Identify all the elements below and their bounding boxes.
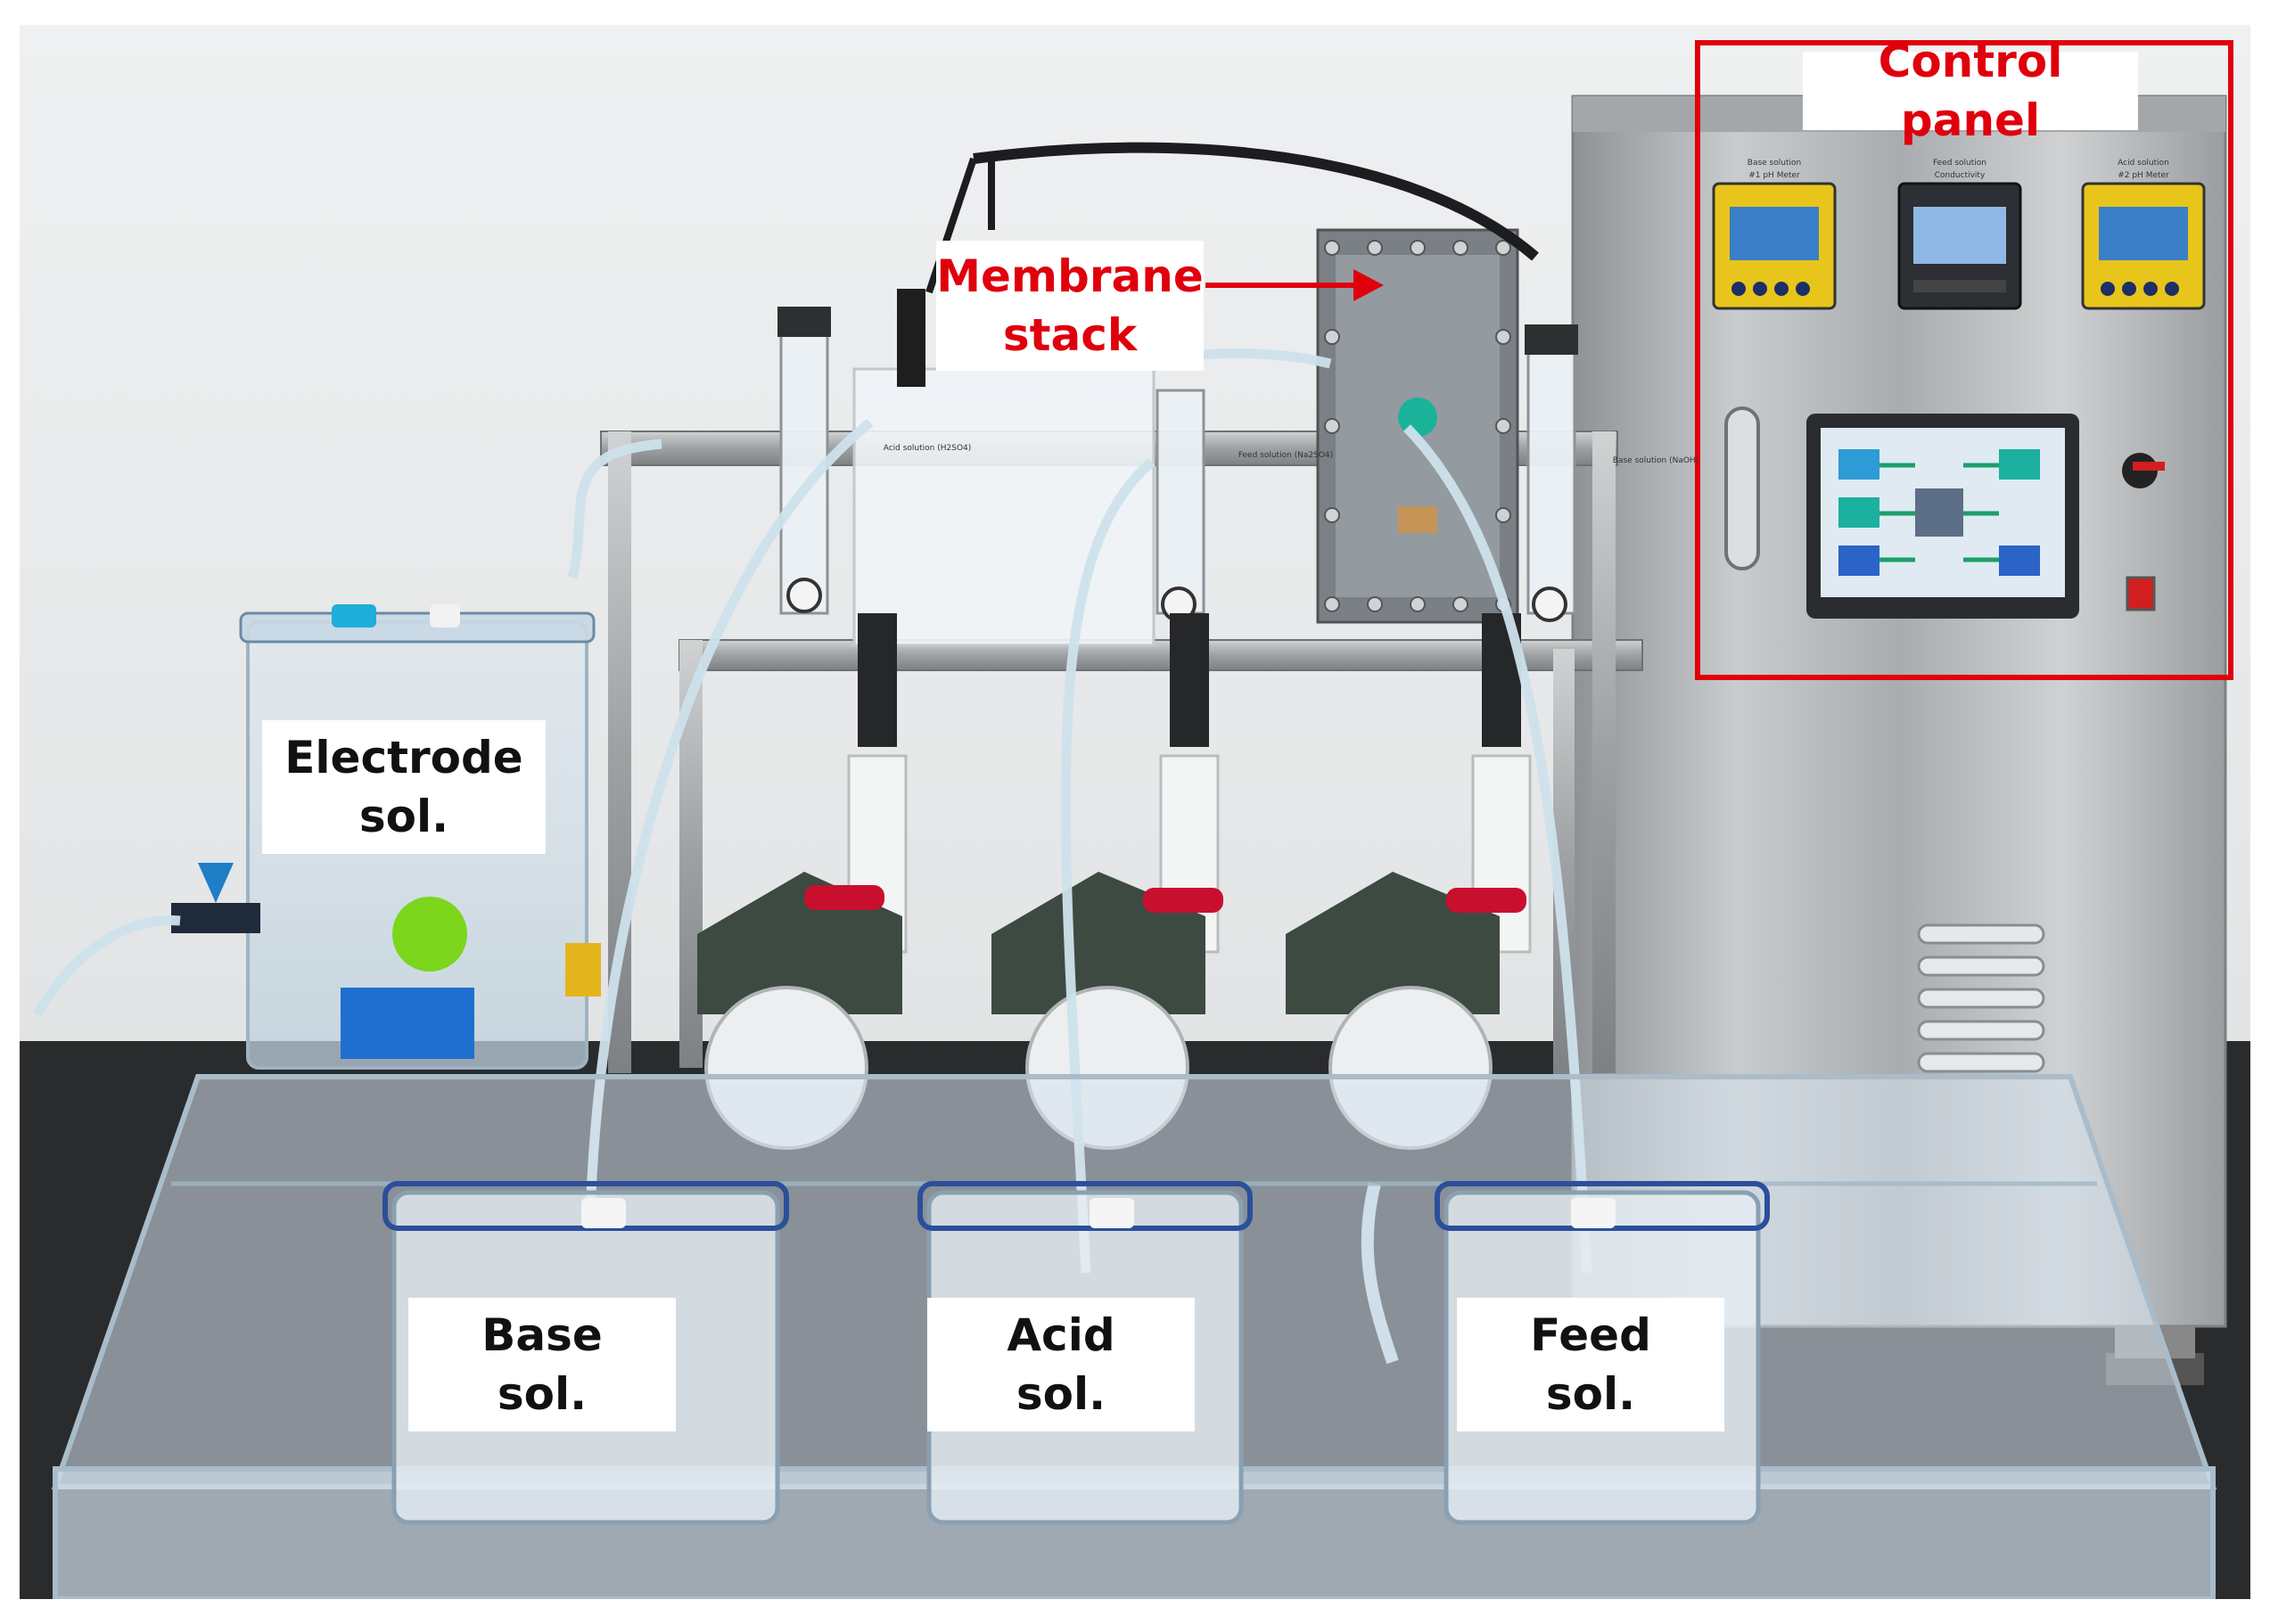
- acid-sol-label-line2: sol.: [1016, 1368, 1106, 1420]
- flow-meter-acid: [777, 307, 831, 615]
- lab-setup-photo: Acid solution (H2SO4) Feed solution (Na2…: [20, 25, 2250, 1599]
- control-panel-label: Control panel: [1803, 36, 2138, 146]
- tag-ph-meter-1: #1 pH Meter: [1748, 171, 1800, 180]
- ph-probe: [897, 289, 925, 387]
- membrane-stack-arrow: [1205, 269, 1384, 301]
- conductivity-meter: [1897, 182, 2022, 310]
- tag-panel-base: Base solution: [1747, 159, 1802, 168]
- feed-sol-label-line1: Feed: [1530, 1309, 1651, 1361]
- tag-base-solution: Base solution (NaOH): [1612, 456, 1699, 465]
- acrylic-tank: [852, 367, 1156, 647]
- tag-ph-meter-2: #2 pH Meter: [2118, 171, 2169, 180]
- tag-conductivity: Conductivity: [1934, 171, 1986, 180]
- tag-panel-acid: Acid solution: [2118, 159, 2169, 168]
- tag-feed-solution: Feed solution (Na2SO4): [1238, 451, 1334, 460]
- sensor-cable: [973, 142, 1539, 261]
- membrane-stack-label-line2: stack: [1002, 309, 1138, 361]
- flow-meter-feed: [1156, 389, 1205, 622]
- membrane-stack-unit: [1316, 228, 1519, 624]
- membrane-stack-label: Membrane stack: [936, 241, 1204, 371]
- feed-sol-label: Feed sol.: [1457, 1298, 1724, 1431]
- tag-panel-feed: Feed solution: [1933, 159, 1986, 168]
- door-handle: [1724, 406, 1760, 570]
- control-panel-outline: [1695, 40, 2233, 680]
- electrode-sol-label-line1: Electrode: [284, 732, 523, 783]
- ph-meter-1: [1712, 182, 1837, 310]
- electrode-sol-label-line2: sol.: [358, 791, 449, 842]
- touch-screen: [1806, 414, 2079, 619]
- electrode-sol-label: Electrode sol.: [262, 720, 546, 854]
- ph-meter-2: [2081, 182, 2206, 310]
- acid-sol-label-line1: Acid: [1007, 1309, 1115, 1361]
- base-sol-label-line2: sol.: [497, 1368, 588, 1420]
- base-sol-label-line1: Base: [481, 1309, 603, 1361]
- power-indicator: [2126, 576, 2156, 611]
- flow-meter-base: [1525, 324, 1578, 622]
- feed-sol-label-line2: sol.: [1545, 1368, 1636, 1420]
- tag-acid-solution: Acid solution (H2SO4): [883, 444, 972, 453]
- base-sol-label: Base sol.: [408, 1298, 676, 1431]
- vent-grille: [1917, 923, 2045, 1073]
- membrane-stack-label-line1: Membrane: [936, 250, 1204, 302]
- acid-sol-label: Acid sol.: [927, 1298, 1195, 1431]
